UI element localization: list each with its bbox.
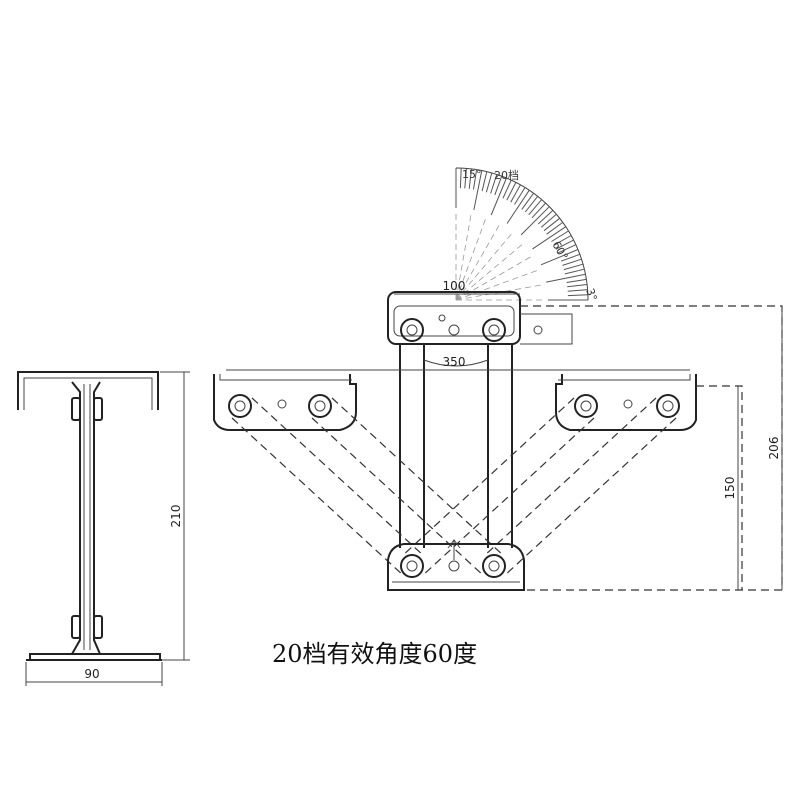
angle-tick: [510, 184, 521, 203]
angle-tick: [485, 172, 493, 193]
angle-tick: [564, 268, 585, 275]
left-link-dashed-1: [231, 417, 405, 577]
angle-tick: [464, 168, 467, 189]
inner-height-label: 150: [723, 477, 737, 500]
angle-tick: [506, 189, 530, 224]
bottom-center-hole: [448, 560, 460, 572]
outer-height-label: 206: [767, 437, 781, 460]
side-top-flange: [17, 371, 159, 410]
angle-ray: [455, 244, 523, 301]
side-web-right: [93, 381, 101, 655]
angle-tick: [543, 217, 561, 232]
side-width-label: 90: [84, 667, 99, 681]
angle-tick: [540, 249, 579, 266]
side-clip-top-right: [93, 397, 103, 421]
top-pivot-left: [400, 318, 424, 342]
angle-tick: [520, 206, 550, 236]
angle-tick: [540, 213, 557, 228]
angle-ray: [455, 225, 500, 301]
angle-tick: [490, 177, 507, 216]
angle-tick: [555, 239, 574, 250]
angle-tick: [563, 263, 584, 271]
angle-tick: [468, 168, 472, 189]
left-arm-bracket: [213, 374, 357, 431]
angle-tick: [553, 235, 572, 246]
angle-tick: [567, 289, 588, 292]
side-view: 210 90: [17, 371, 190, 686]
side-clip-top-left: [71, 397, 81, 421]
right-link-dashed-2: [503, 417, 677, 577]
top-center-hole: [448, 324, 460, 336]
left-link-dashed-2: [311, 417, 485, 577]
effective-angle-caption: 20档有效角度60度: [272, 640, 478, 668]
angle-tick: [567, 294, 588, 297]
top-pivot-right: [482, 318, 506, 342]
side-bottom-flange: [29, 653, 161, 660]
angle-ray: [455, 233, 512, 301]
angle-tick: [481, 171, 488, 192]
side-clip-bottom-left: [71, 615, 81, 639]
angle-tick: [551, 230, 569, 242]
angle-tick: [537, 210, 554, 225]
angle-tick: [473, 169, 478, 190]
top-width-label: 100: [443, 279, 466, 293]
angle-end-label: 3°: [583, 287, 599, 303]
angle-tick: [473, 170, 483, 210]
side-web-left: [71, 381, 81, 655]
angle-tick: [562, 258, 582, 266]
angle-tick: [532, 226, 567, 250]
top-mounting-plate: [387, 291, 521, 345]
angle-scale: 15° 20档 60° 3°: [455, 167, 600, 303]
angle-tick: [521, 192, 535, 210]
angle-tick: [494, 176, 503, 196]
inner-height-guide: [696, 385, 743, 590]
angle-tick: [490, 174, 498, 194]
angle-gear-label: 20档: [494, 168, 519, 182]
right-arm-pivot-inner: [574, 394, 598, 418]
left-arm-pivot-inner: [308, 394, 332, 418]
top-plate-extension: [520, 313, 573, 345]
angle-tick: [546, 273, 586, 283]
angle-tick: [524, 195, 539, 213]
angle-tick: [459, 168, 462, 189]
angle-scale-arc: [455, 167, 589, 301]
angle-tick: [560, 253, 580, 262]
span-label: 350: [443, 355, 466, 369]
angle-ray: [455, 215, 472, 301]
angle-start-label: 15°: [462, 168, 482, 181]
angle-ray: [455, 219, 486, 301]
angle-tick: [566, 278, 587, 283]
angle-ray: [455, 270, 537, 301]
right-arm-pivot-outer: [656, 394, 680, 418]
angle-tick: [506, 182, 517, 201]
angle-scale-ticks: [455, 168, 588, 301]
open-position-outline: [520, 305, 783, 591]
right-arm-bracket: [555, 374, 697, 431]
bottom-mounting-plate: [387, 543, 525, 591]
angle-tick: [514, 187, 526, 205]
angle-tick: [546, 221, 564, 235]
side-height-label: 210: [169, 505, 183, 528]
bottom-pivot-right: [482, 554, 506, 578]
front-view: 100 350: [213, 279, 783, 591]
angle-tick: [528, 199, 543, 216]
bottom-pivot-left: [400, 554, 424, 578]
right-link-dashed-1: [421, 417, 595, 577]
left-arm-pivot-outer: [228, 394, 252, 418]
angle-tick: [567, 284, 588, 288]
angle-tick: [531, 202, 546, 219]
angle-tick: [557, 244, 577, 254]
angle-tick: [502, 179, 512, 199]
side-clip-bottom-right: [93, 615, 103, 639]
